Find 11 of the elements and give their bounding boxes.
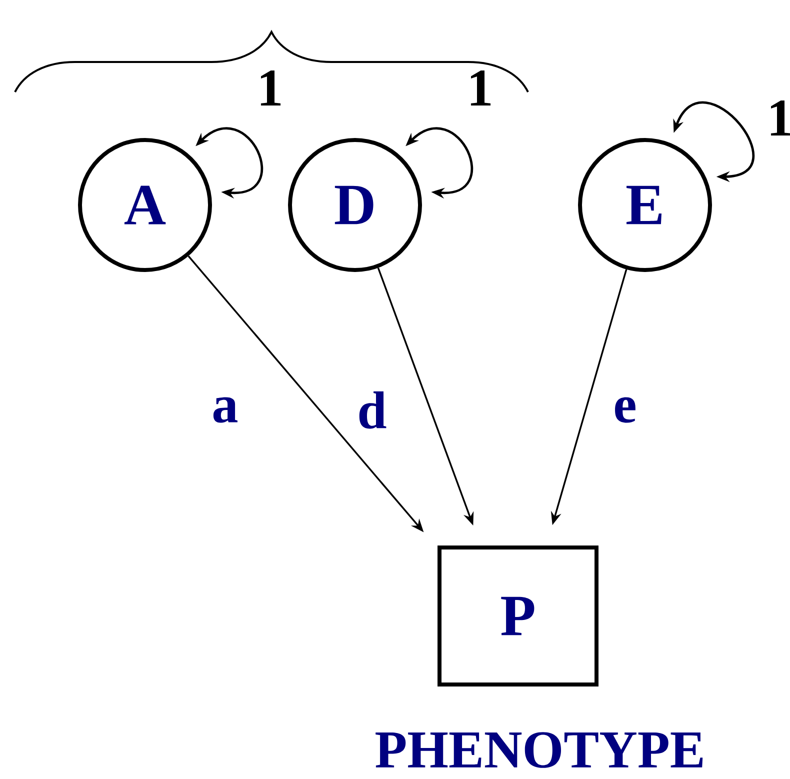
- circle-node: A: [78, 138, 212, 272]
- box-node: P: [438, 546, 598, 686]
- circle-node: E: [578, 138, 712, 272]
- edge-label: 1: [465, 69, 495, 107]
- circle-node: D: [288, 138, 422, 272]
- node-label: PHENOTYPE: [376, 732, 703, 768]
- edge-label: 1: [255, 69, 285, 107]
- edge-label: a: [210, 396, 240, 424]
- edge-label: e: [612, 396, 638, 424]
- edge-label: d: [356, 390, 388, 430]
- arrow: [673, 102, 754, 182]
